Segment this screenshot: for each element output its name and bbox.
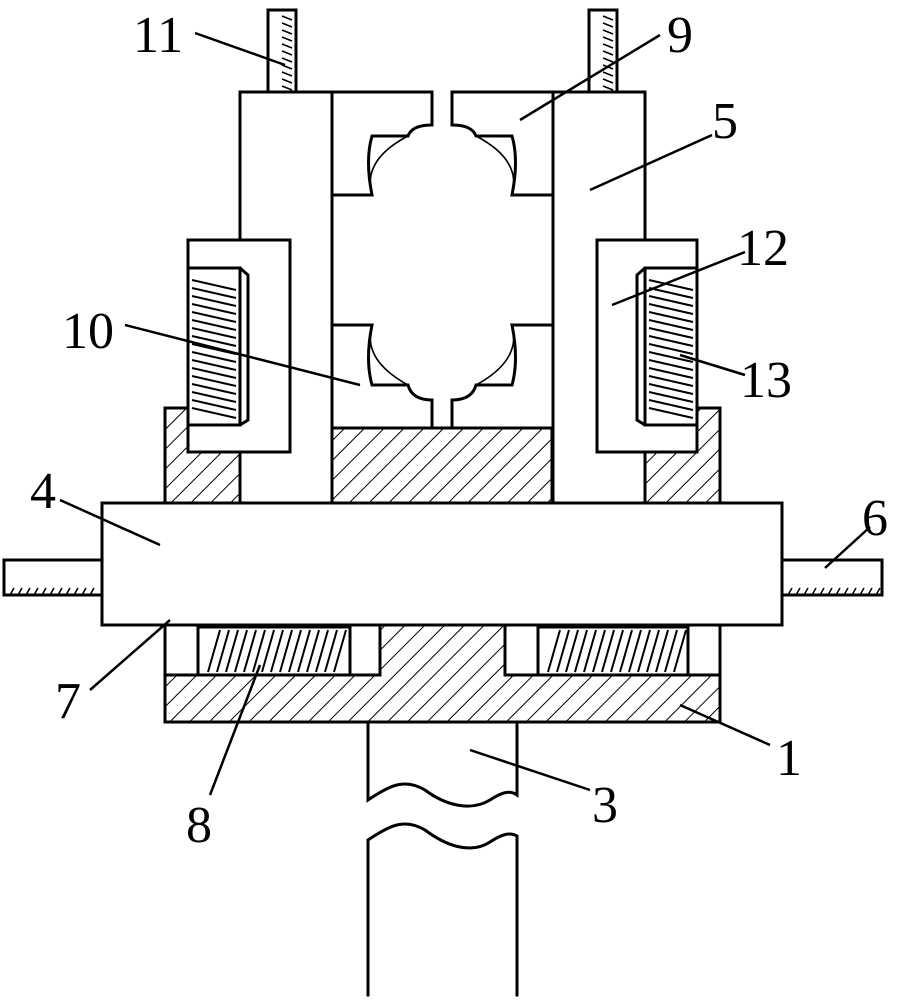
label-1: 1 xyxy=(776,730,802,787)
clamp-jaws-part-9-10 xyxy=(330,90,555,430)
shaft-part-3 xyxy=(366,720,519,1000)
label-13: 13 xyxy=(740,352,792,409)
label-6: 6 xyxy=(862,490,888,547)
label-4: 4 xyxy=(30,463,56,520)
label-7: 7 xyxy=(55,673,81,730)
carrier-plate-part-4 xyxy=(100,501,784,627)
label-5: 5 xyxy=(712,93,738,150)
label-8: 8 xyxy=(186,797,212,854)
leader-lines xyxy=(59,31,871,796)
part-numbers: 11 9 5 12 10 13 4 6 7 1 3 8 xyxy=(30,7,888,854)
threaded-rods-part-11 xyxy=(266,8,619,94)
label-9: 9 xyxy=(667,7,693,64)
label-3: 3 xyxy=(592,777,618,834)
springs-part-13 xyxy=(186,266,699,427)
label-11: 11 xyxy=(133,7,183,64)
c-brackets-part-12 xyxy=(186,238,699,454)
label-12: 12 xyxy=(737,220,789,277)
rack-part-6 xyxy=(2,558,884,597)
label-10: 10 xyxy=(62,303,114,360)
